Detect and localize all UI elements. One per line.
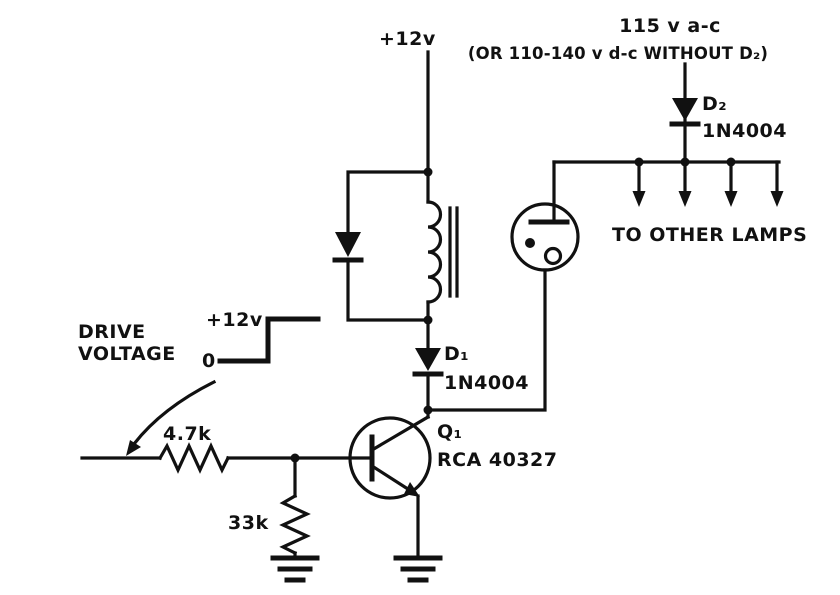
arrow-head [632,191,646,207]
drive-voltage-label-line2: VOLTAGE [78,343,176,365]
drive-low-level-label: 0 [202,350,216,372]
ground-symbol-emitter [393,555,443,583]
ground-symbol-base [270,555,320,583]
freewheel-diode-branch [332,170,430,322]
coil-loops [426,200,443,304]
junction-dot [634,157,644,167]
q1-part-label: RCA 40327 [437,449,558,471]
diode-d2-symbol [669,98,701,127]
d2-ref-label: D₂ [702,93,727,115]
freewheel-diode-symbol [332,232,364,263]
drive-step-waveform [217,316,321,364]
lamp-envelope [510,202,580,272]
lamp-electrode-circle [543,246,563,266]
transistor-collector-lead [369,414,431,453]
drive-pointer-arrow [126,379,217,456]
supply-12v-label: +12v [379,28,436,50]
d1-part-label: 1N4004 [444,372,529,394]
diode-d1-symbol [412,348,444,377]
diode-triangle [415,348,441,371]
transistor-q1-symbol [348,408,432,558]
diode-triangle [335,232,361,257]
arrow-head [126,440,141,456]
resistor-33k-symbol [279,493,311,556]
resistor-4.7k-symbol [157,442,231,474]
r-33k-value-label: 33k [228,512,269,534]
arrow-head [724,191,738,207]
lamp-electrode-dot [525,238,535,248]
arrow-head [678,191,692,207]
step-waveform-trace [217,316,321,364]
lamp-symbol [510,160,580,272]
emitter-arrow-head [404,482,420,497]
drive-voltage-label-line1: DRIVE [78,321,146,343]
drive-high-level-label: +12v [206,309,263,331]
diode-triangle [672,98,698,121]
to-other-lamps-arrows [632,160,784,207]
transistor-emitter-lead [369,463,414,494]
arrow-curve [131,379,217,447]
d2-part-label: 1N4004 [702,120,787,142]
ac-note-label: (OR 110-140 v d-c WITHOUT D₂) [468,44,768,63]
relay-coil-symbol [426,200,459,304]
r-4.7k-value-label: 4.7k [163,423,211,445]
q1-ref-label: Q₁ [437,421,462,443]
ac-voltage-label: 115 v a-c [619,15,721,37]
arrow-head [770,191,784,207]
wire-lamp-return [426,268,547,412]
wire [346,258,430,322]
wire [346,170,430,234]
to-other-lamps-label: TO OTHER LAMPS [612,224,807,246]
d1-ref-label: D₁ [444,343,469,365]
junction-dot [726,157,736,167]
